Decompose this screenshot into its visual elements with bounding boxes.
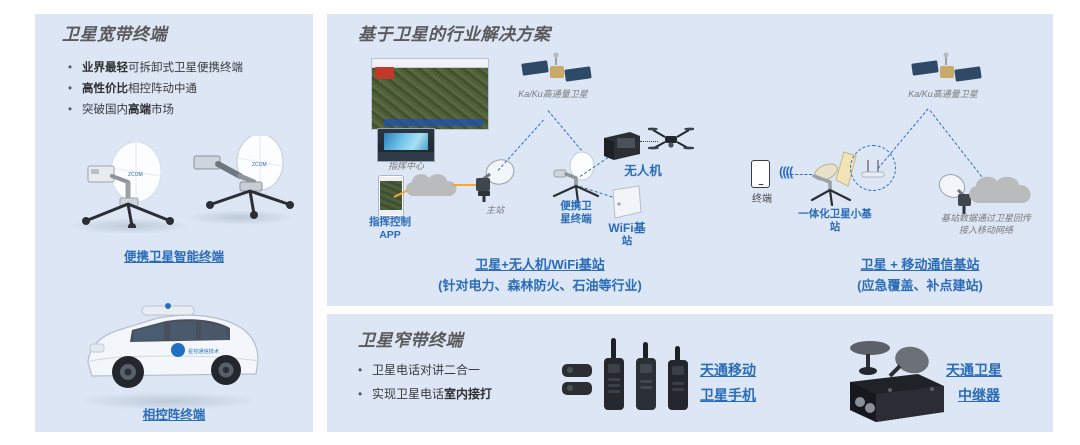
- bullet-item: 卫星电话对讲二合一: [358, 358, 492, 382]
- bullet-item: 高性价比相控阵动中通: [68, 79, 243, 100]
- map-screenshot-image: [371, 58, 489, 130]
- svg-text:星控通信技术: 星控通信技术: [188, 347, 219, 355]
- cloud-icon: [969, 176, 1031, 203]
- footer-caption-right-scenario: 卫星 + 移动通信基站 (应急覆盖、补点建站): [857, 257, 983, 293]
- satellite-dish-icon: ZCOM: [82, 142, 174, 228]
- svg-text:ZCOM: ZCOM: [128, 172, 143, 178]
- walkie-talkie-icon: [636, 342, 656, 410]
- phone-map-screenshot-image: [378, 175, 404, 217]
- label-phased-array-terminal: 相控阵终端: [142, 408, 206, 422]
- satellite-icon: [911, 52, 982, 82]
- label-portable-satellite-terminal: 便携卫星终端: [560, 200, 592, 225]
- bullet-item: 实现卫星电话室内接打: [358, 382, 492, 406]
- satellite-dish-icon: [552, 152, 600, 204]
- wifi-signal-icon: ((((: [779, 164, 793, 179]
- caption-backhaul: 基站数据通过卫星回传接入移动网络: [940, 213, 1031, 235]
- wifi-access-point-icon: [612, 185, 642, 219]
- cloud-icon: [406, 174, 457, 196]
- walkie-talkie-icon: [668, 346, 688, 410]
- vehicle-shadow: [78, 392, 258, 410]
- footer-caption-left-scenario: 卫星+无人机/WiFi基站 (针对电力、森林防火、石油等行业): [438, 257, 642, 293]
- bullet-list-narrowband: 卫星电话对讲二合一 实现卫星电话室内接打: [358, 358, 492, 406]
- rugged-case-icon: [604, 132, 640, 160]
- repeater-box-icon: [850, 341, 944, 422]
- label-portable-satellite-smart-terminal: 便携卫星智能终端: [123, 250, 224, 264]
- connection-line: [452, 184, 490, 186]
- suv-vehicle-icon: 星控通信技术: [87, 303, 259, 388]
- page-title-solutions: 基于卫星的行业解决方案: [358, 25, 551, 44]
- satellite-dish-icon: [938, 174, 971, 214]
- satellite-icon: [521, 52, 592, 82]
- svg-text:ZCOM: ZCOM: [252, 162, 267, 168]
- page-title-broadband: 卫星宽带终端: [62, 25, 167, 44]
- command-center-video-wall-image: [377, 128, 435, 162]
- label-integrated-satellite-small-cell: 一体化卫星小基站: [798, 208, 872, 233]
- caption-terminal: 终端: [752, 194, 772, 205]
- caption-ka-ku-satellite-left: Ka/Ku高通量卫星: [518, 89, 588, 99]
- caption-command-center: 指挥中心: [387, 161, 424, 171]
- label-drone: 无人机: [624, 164, 662, 178]
- caption-ka-ku-satellite-right: Ka/Ku高通量卫星: [908, 89, 978, 99]
- caption-main-station: 主站: [485, 205, 504, 215]
- walkie-talkie-icon: [562, 364, 592, 395]
- connection-line: [786, 174, 812, 175]
- bullet-item: 突破国内高端市场: [68, 100, 243, 121]
- coverage-circle-icon: [850, 145, 896, 191]
- drone-icon: [648, 127, 694, 150]
- wifi-access-point-icon: [861, 160, 885, 178]
- bullet-list-broadband: 业界最轻可拆卸式卫星便携终端 高性价比相控阵动中通 突破国内高端市场: [68, 58, 243, 121]
- label-wifi-base-station: WiFi基站: [608, 221, 646, 248]
- tablet-icon: [751, 160, 770, 188]
- label-tiantong-mobile-satellite-phone-line1: 天通移动: [700, 362, 756, 378]
- walkie-talkie-icon: [604, 338, 624, 410]
- terminal-shadow: [185, 210, 295, 225]
- label-tiantong-mobile-satellite-phone-line2: 卫星手机: [700, 387, 756, 403]
- satellite-dish-icon: ZCOM: [193, 136, 294, 219]
- satellite-dish-icon: [476, 159, 515, 202]
- label-tiantong-satellite-repeater-line2: 中继器: [958, 387, 1000, 403]
- bullet-item: 业界最轻可拆卸式卫星便携终端: [68, 58, 243, 79]
- label-tiantong-satellite-repeater-line1: 天通卫星: [946, 362, 1002, 378]
- connection-line: [640, 141, 658, 142]
- page-title-narrowband: 卫星窄带终端: [358, 331, 463, 350]
